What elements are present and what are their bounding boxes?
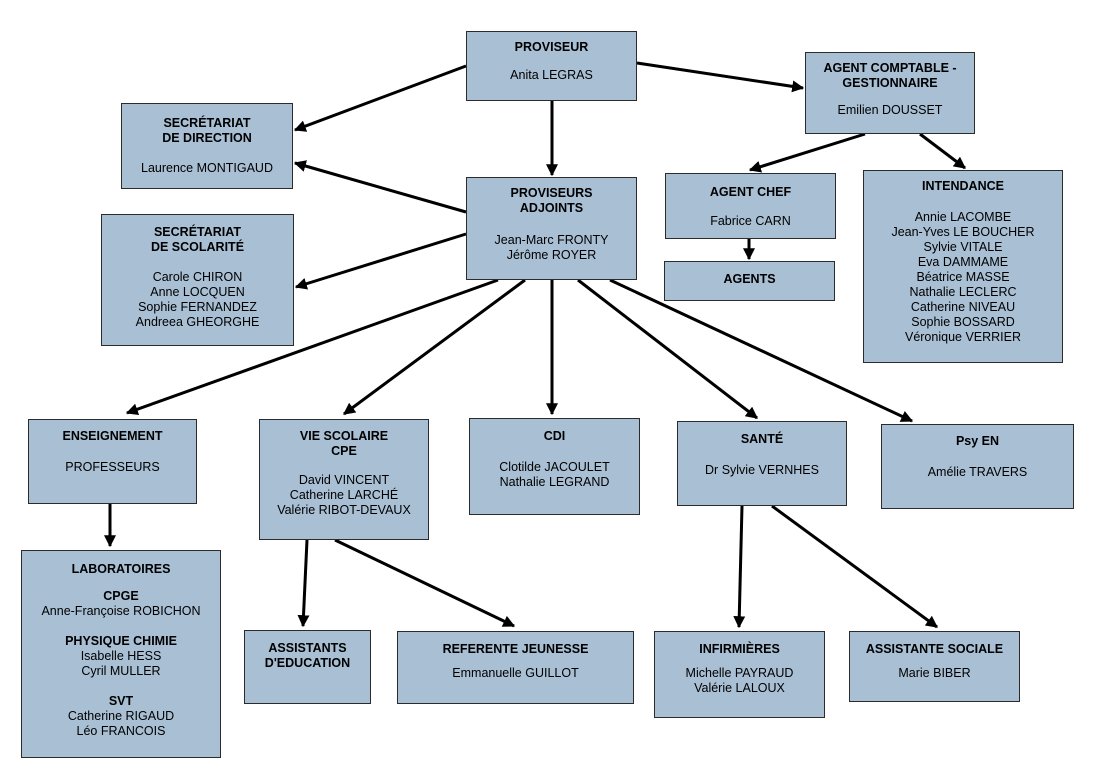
- box-title: VIE SCOLAIRE CPE: [299, 429, 389, 458]
- lab-group-people: Catherine RIGAUD Léo FRANCOIS: [67, 709, 175, 738]
- arrow-agent-comptable-to-agent-chef: [748, 132, 866, 173]
- box-agent-comptable: AGENT COMPTABLE - GESTIONNAIRE Emilien D…: [805, 52, 975, 134]
- box-people: Michelle PAYRAUD Valérie LALOUX: [685, 666, 794, 695]
- arrow-adjoints-to-vie-scolaire: [343, 278, 526, 416]
- box-people: Annie LACOMBE Jean-Yves LE BOUCHER Sylvi…: [891, 210, 1035, 344]
- box-people: Marie BIBER: [898, 666, 971, 680]
- arrow-sante-to-infirmieres: [733, 505, 746, 629]
- box-laboratoires: LABORATOIRES CPGE Anne-Françoise ROBICHO…: [21, 550, 221, 758]
- box-title: ASSISTANTE SOCIALE: [865, 642, 1004, 656]
- box-title: PROVISEUR: [514, 40, 589, 54]
- box-title: ENSEIGNEMENT: [62, 429, 163, 443]
- box-agent-chef: AGENT CHEF Fabrice CARN: [665, 173, 836, 239]
- arrow-proviseur-to-agent-comptable: [636, 61, 805, 93]
- box-title: INFIRMIÈRES: [699, 642, 780, 656]
- box-people: Carole CHIRON Anne LOCQUEN Sophie FERNAN…: [135, 270, 260, 329]
- box-title: INTENDANCE: [922, 179, 1004, 193]
- lab-group-people: Isabelle HESS Cyril MULLER: [80, 649, 162, 678]
- box-people: Emmanuelle GUILLOT: [452, 666, 579, 680]
- arrow-vie-scolaire-to-referente: [334, 538, 516, 628]
- box-people: Amélie TRAVERS: [927, 465, 1028, 479]
- box-title: REFERENTE JEUNESSE: [442, 642, 589, 656]
- box-people: PROFESSEURS: [65, 460, 160, 474]
- box-people: Laurence MONTIGAUD: [141, 161, 273, 175]
- box-title: SECRÉTARIAT DE DIRECTION: [162, 116, 252, 145]
- box-title: ASSISTANTS D'EDUCATION: [264, 641, 351, 670]
- box-title: CDI: [543, 429, 566, 443]
- box-people: Emilien DOUSSET: [837, 103, 943, 117]
- lab-group-svt: SVT Catherine RIGAUD Léo FRANCOIS: [22, 694, 220, 739]
- box-vie-scolaire: VIE SCOLAIRE CPE David VINCENT Catherine…: [259, 419, 429, 540]
- box-title: SANTÉ: [740, 432, 784, 446]
- box-psy-en: Psy EN Amélie TRAVERS: [881, 424, 1074, 509]
- lab-group-people: Anne-Françoise ROBICHON: [41, 604, 201, 618]
- box-title: Psy EN: [955, 434, 1000, 448]
- arrow-adjoints-to-secretariat-direction: [293, 160, 467, 214]
- box-cdi: CDI Clotilde JACOULET Nathalie LEGRAND: [469, 418, 640, 515]
- box-sante: SANTÉ Dr Sylvie VERNHES: [677, 421, 847, 506]
- box-title: LABORATOIRES: [71, 562, 171, 576]
- box-title: AGENTS: [723, 272, 776, 286]
- box-infirmieres: INFIRMIÈRES Michelle PAYRAUD Valérie LAL…: [654, 631, 825, 718]
- box-secretariat-scolarite: SECRÉTARIAT DE SCOLARITÉ Carole CHIRON A…: [101, 214, 294, 346]
- arrow-agent-comptable-to-intendance: [919, 132, 966, 170]
- box-agents: AGENTS: [664, 261, 835, 301]
- box-assistante-sociale: ASSISTANTE SOCIALE Marie BIBER: [849, 631, 1020, 702]
- lab-group-title: CPGE: [103, 589, 139, 603]
- arrow-proviseur-to-secretariat-direction: [293, 64, 467, 132]
- box-people: Anita LEGRAS: [510, 68, 593, 82]
- arrow-sante-to-assistante-sociale: [771, 504, 938, 629]
- box-intendance: INTENDANCE Annie LACOMBE Jean-Yves LE BO…: [863, 170, 1063, 363]
- box-assistants-education: ASSISTANTS D'EDUCATION: [244, 630, 371, 704]
- box-title: AGENT COMPTABLE - GESTIONNAIRE: [823, 61, 957, 90]
- box-proviseurs-adjoints: PROVISEURS ADJOINTS Jean-Marc FRONTY Jér…: [466, 177, 637, 280]
- box-people: Clotilde JACOULET Nathalie LEGRAND: [499, 460, 610, 489]
- arrow-vie-scolaire-to-assistants: [297, 539, 310, 628]
- arrow-adjoints-to-secretariat-scolarite: [294, 232, 467, 290]
- box-enseignement: ENSEIGNEMENT PROFESSEURS: [28, 419, 197, 504]
- lab-group-title: PHYSIQUE CHIMIE: [65, 634, 177, 648]
- box-title: AGENT CHEF: [709, 185, 792, 199]
- box-people: David VINCENT Catherine LARCHÉ Valérie R…: [277, 473, 411, 517]
- box-people: Fabrice CARN: [710, 214, 791, 228]
- box-secretariat-direction: SECRÉTARIAT DE DIRECTION Laurence MONTIG…: [121, 103, 293, 189]
- lab-group-cpge: CPGE Anne-Françoise ROBICHON: [22, 589, 220, 619]
- lab-group-physique-chimie: PHYSIQUE CHIMIE Isabelle HESS Cyril MULL…: [22, 634, 220, 679]
- box-title: SECRÉTARIAT DE SCOLARITÉ: [150, 225, 245, 254]
- box-title: PROVISEURS ADJOINTS: [510, 186, 593, 215]
- box-referente-jeunesse: REFERENTE JEUNESSE Emmanuelle GUILLOT: [397, 631, 634, 704]
- lab-group-title: SVT: [108, 694, 134, 708]
- box-people: Jean-Marc FRONTY Jérôme ROYER: [494, 233, 609, 262]
- arrow-adjoints-to-enseignement: [125, 278, 499, 416]
- box-proviseur: PROVISEUR Anita LEGRAS: [466, 31, 637, 101]
- box-people: Dr Sylvie VERNHES: [705, 463, 819, 477]
- arrow-adjoints-to-psy-en: [609, 278, 914, 423]
- arrow-adjoints-to-sante: [577, 278, 758, 420]
